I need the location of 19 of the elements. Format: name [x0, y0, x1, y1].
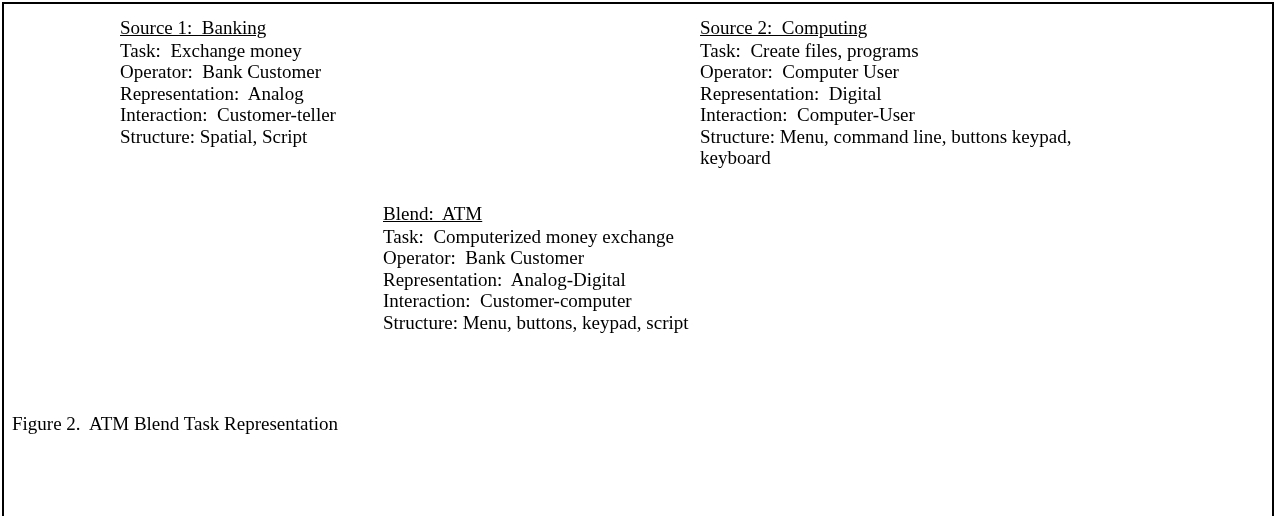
attribute-line: Operator: Bank Customer	[120, 61, 323, 83]
attribute-line: Task: Create files, programs	[700, 39, 920, 61]
attribute-line: Representation: Analog-Digital	[383, 268, 627, 290]
attribute-line: Operator: Computer User	[700, 61, 900, 83]
section-heading: Blend: ATM	[383, 203, 483, 225]
attribute-line: Operator: Bank Customer	[383, 247, 586, 269]
section-heading: Source 2: Computing	[700, 17, 868, 39]
attribute-line: Task: Exchange money	[120, 39, 303, 61]
attribute-line: Interaction: Customer-computer	[383, 290, 633, 312]
attribute-line: Representation: Digital	[700, 82, 883, 104]
attribute-line: Task: Computerized money exchange	[383, 225, 675, 247]
attribute-line: Representation: Analog	[120, 82, 305, 104]
attribute-line: Structure: Menu, command line, buttons keypad, keyboard	[700, 125, 1073, 169]
section-heading: Source 1: Banking	[120, 17, 267, 39]
figure-caption: Figure 2. ATM Blend Task Representation	[12, 413, 339, 435]
attribute-line: Interaction: Computer-User	[700, 104, 916, 126]
attribute-line: Interaction: Customer-teller	[120, 104, 337, 126]
attribute-line: Structure: Spatial, Script	[120, 125, 309, 147]
attribute-line: Structure: Menu, buttons, keypad, script	[383, 311, 690, 333]
